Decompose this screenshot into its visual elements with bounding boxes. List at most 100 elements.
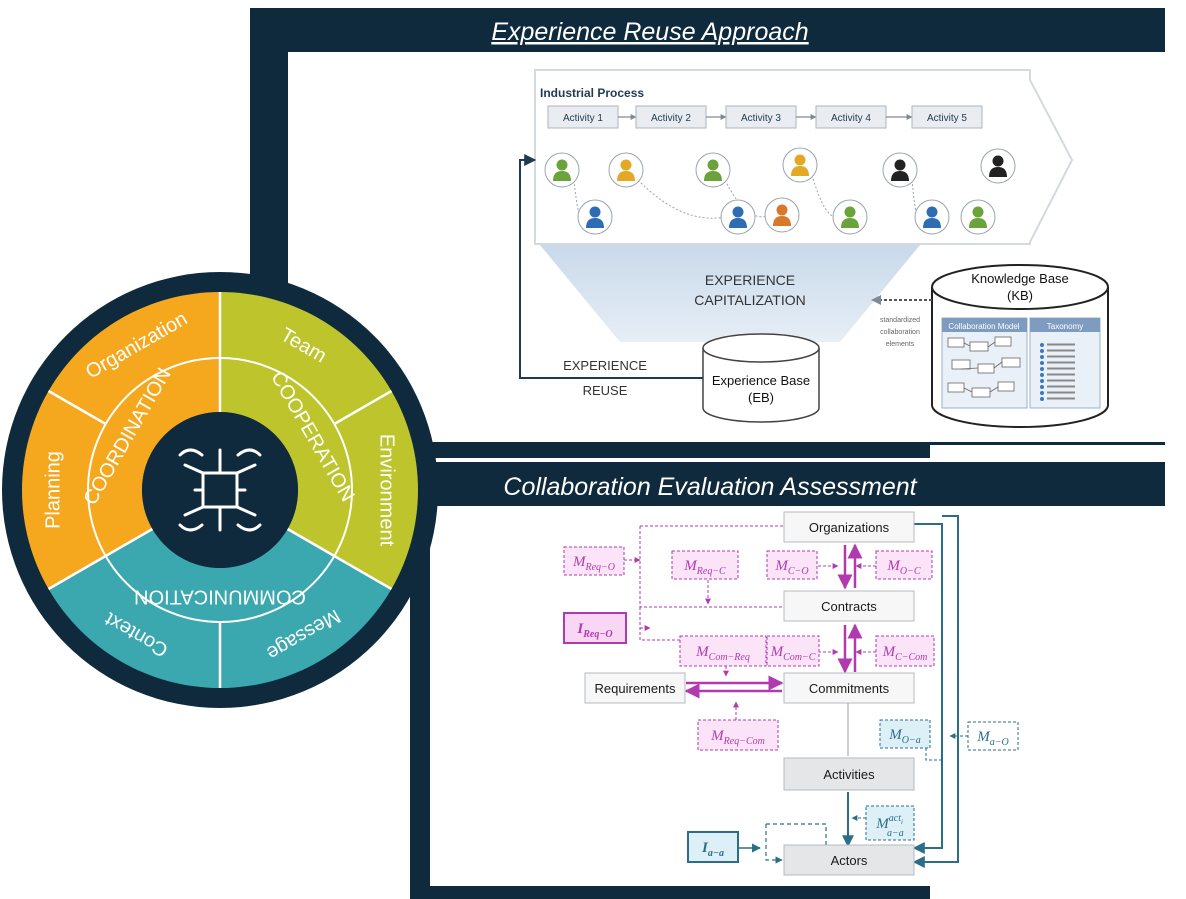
box-label-organizations: Organizations — [809, 520, 890, 535]
actor-icon — [882, 152, 918, 188]
taxonomy-item-dot — [1040, 355, 1044, 359]
metric-m-com-c: MCom−C — [766, 635, 820, 667]
taxonomy-item-dot — [1040, 397, 1044, 401]
box-label-activities: Activities — [823, 767, 875, 782]
metric-label-m-o-a: MO−a — [888, 727, 920, 746]
activity-label-3: Activity 3 — [741, 113, 781, 124]
wheel-divider — [333, 389, 393, 426]
metric-label-m-a-o: Ma−O — [976, 729, 1008, 748]
metric-label-i-a-a: Ia−a — [701, 840, 724, 859]
process-title: Industrial Process — [540, 86, 644, 100]
actor-icon — [960, 199, 996, 235]
metric-m-req-o: MReq−O — [563, 546, 625, 576]
metric-m-o-a: MO−a — [879, 719, 931, 749]
box-label-actors: Actors — [831, 853, 868, 868]
wheel-inner-label-communication: COMMUNICATION — [134, 586, 306, 608]
actor-link — [637, 179, 727, 219]
wheel-sector — [22, 292, 220, 589]
box-contracts — [783, 590, 915, 622]
kb-label-2: (KB) — [1007, 288, 1033, 303]
actor-icon — [577, 199, 613, 235]
taxonomy-item-line — [1047, 355, 1075, 358]
box-activities — [783, 757, 915, 791]
metric-label-m-c-o: MC−O — [774, 558, 808, 577]
knowledge-base: Knowledge Base (KB) Collaboration Model … — [931, 264, 1109, 428]
industrial-process: Industrial Process Activity 1 Activity 2 A… — [534, 69, 1074, 245]
metric-label-m-c-com: MC−Com — [882, 644, 928, 663]
bottom-panel-title: Collaboration Evaluation Assessment — [503, 473, 917, 501]
metric-label-m-com-req: MCom−Req — [695, 644, 750, 663]
activity-label-2: Activity 2 — [651, 113, 691, 124]
experience-base: Experience Base (EB) — [702, 333, 820, 423]
wheel-outer-label-environment: Environment — [376, 434, 398, 547]
box-requirements — [584, 672, 686, 704]
actor-icon — [980, 148, 1016, 184]
metric-m-a-o: Ma−O — [967, 721, 1019, 751]
taxonomy-item-line — [1047, 391, 1075, 394]
kb-label-1: Knowledge Base — [971, 271, 1069, 286]
actor-icon — [764, 197, 800, 233]
standardized-label-2: collaboration — [880, 329, 920, 336]
metric-m-o-c: MO−C — [875, 550, 933, 580]
metric-m-c-o: MC−O — [766, 550, 818, 580]
activity-box-5 — [911, 105, 983, 129]
taxonomy-item-line — [1047, 397, 1075, 400]
metric-label-m-req-c: MReq−C — [683, 558, 726, 577]
actor-icon — [608, 152, 644, 188]
capitalization-funnel — [540, 245, 920, 342]
activity-label-1: Activity 1 — [563, 113, 603, 124]
top-panel-title: Experience Reuse Approach — [491, 18, 808, 46]
metric-label-i-req-o: IReq−O — [576, 621, 612, 640]
taxonomy-item-dot — [1040, 349, 1044, 353]
taxonomy-item-dot — [1040, 379, 1044, 383]
metric-i-req-o: IReq−O — [563, 612, 627, 644]
taxonomy-item-dot — [1040, 367, 1044, 371]
metric-m-com-req: MCom−Req — [679, 635, 767, 667]
kb-collab-model-tab: Collaboration Model — [948, 322, 1019, 331]
actor-icon — [720, 199, 756, 235]
eb-label-2: (EB) — [748, 390, 774, 405]
taxonomy-item-line — [1047, 361, 1075, 364]
wheel-divider — [286, 527, 335, 558]
taxonomy-item-line — [1047, 379, 1075, 382]
wheel-outer-label-planning: Planning — [42, 451, 64, 529]
metric-m-req-c: MReq−C — [671, 550, 739, 580]
actor-icon — [544, 152, 580, 188]
standardized-label-3: elements — [886, 341, 915, 348]
wheel-divider — [105, 527, 154, 558]
box-label-contracts: Contracts — [821, 599, 877, 614]
box-commitments — [783, 672, 915, 704]
metric-i-a-a: Ia−a — [687, 831, 739, 863]
wheel-divider — [47, 554, 107, 591]
taxonomy-item-dot — [1040, 373, 1044, 377]
box-organizations — [783, 511, 915, 543]
reuse-label-2: REUSE — [583, 383, 628, 398]
wheel-divider — [333, 554, 393, 591]
taxonomy-item-line — [1047, 385, 1075, 388]
box-label-requirements: Requirements — [595, 681, 676, 696]
actor-icon — [914, 199, 950, 235]
taxonomy-item-dot — [1040, 343, 1044, 347]
taxonomy-item-line — [1047, 373, 1075, 376]
metric-label-m-req-com: MReq−Com — [710, 728, 765, 747]
eb-label-1: Experience Base — [712, 373, 810, 388]
box-actors — [783, 844, 915, 876]
activity-label-5: Activity 5 — [927, 113, 967, 124]
activity-label-4: Activity 4 — [831, 113, 871, 124]
actor-icon — [832, 199, 868, 235]
wheel-center — [142, 412, 298, 568]
taxonomy-item-line — [1047, 349, 1075, 352]
metric-m-req-com: MReq−Com — [697, 719, 779, 751]
kb-taxonomy-tab: Taxonomy — [1047, 322, 1083, 331]
taxonomy-item-dot — [1040, 361, 1044, 365]
wheel-divider — [47, 389, 107, 426]
actor-icon — [782, 147, 818, 183]
wheel-sector — [48, 529, 392, 688]
standardized-label-1: standardized — [880, 317, 920, 324]
linked-hands-icon — [178, 448, 262, 532]
